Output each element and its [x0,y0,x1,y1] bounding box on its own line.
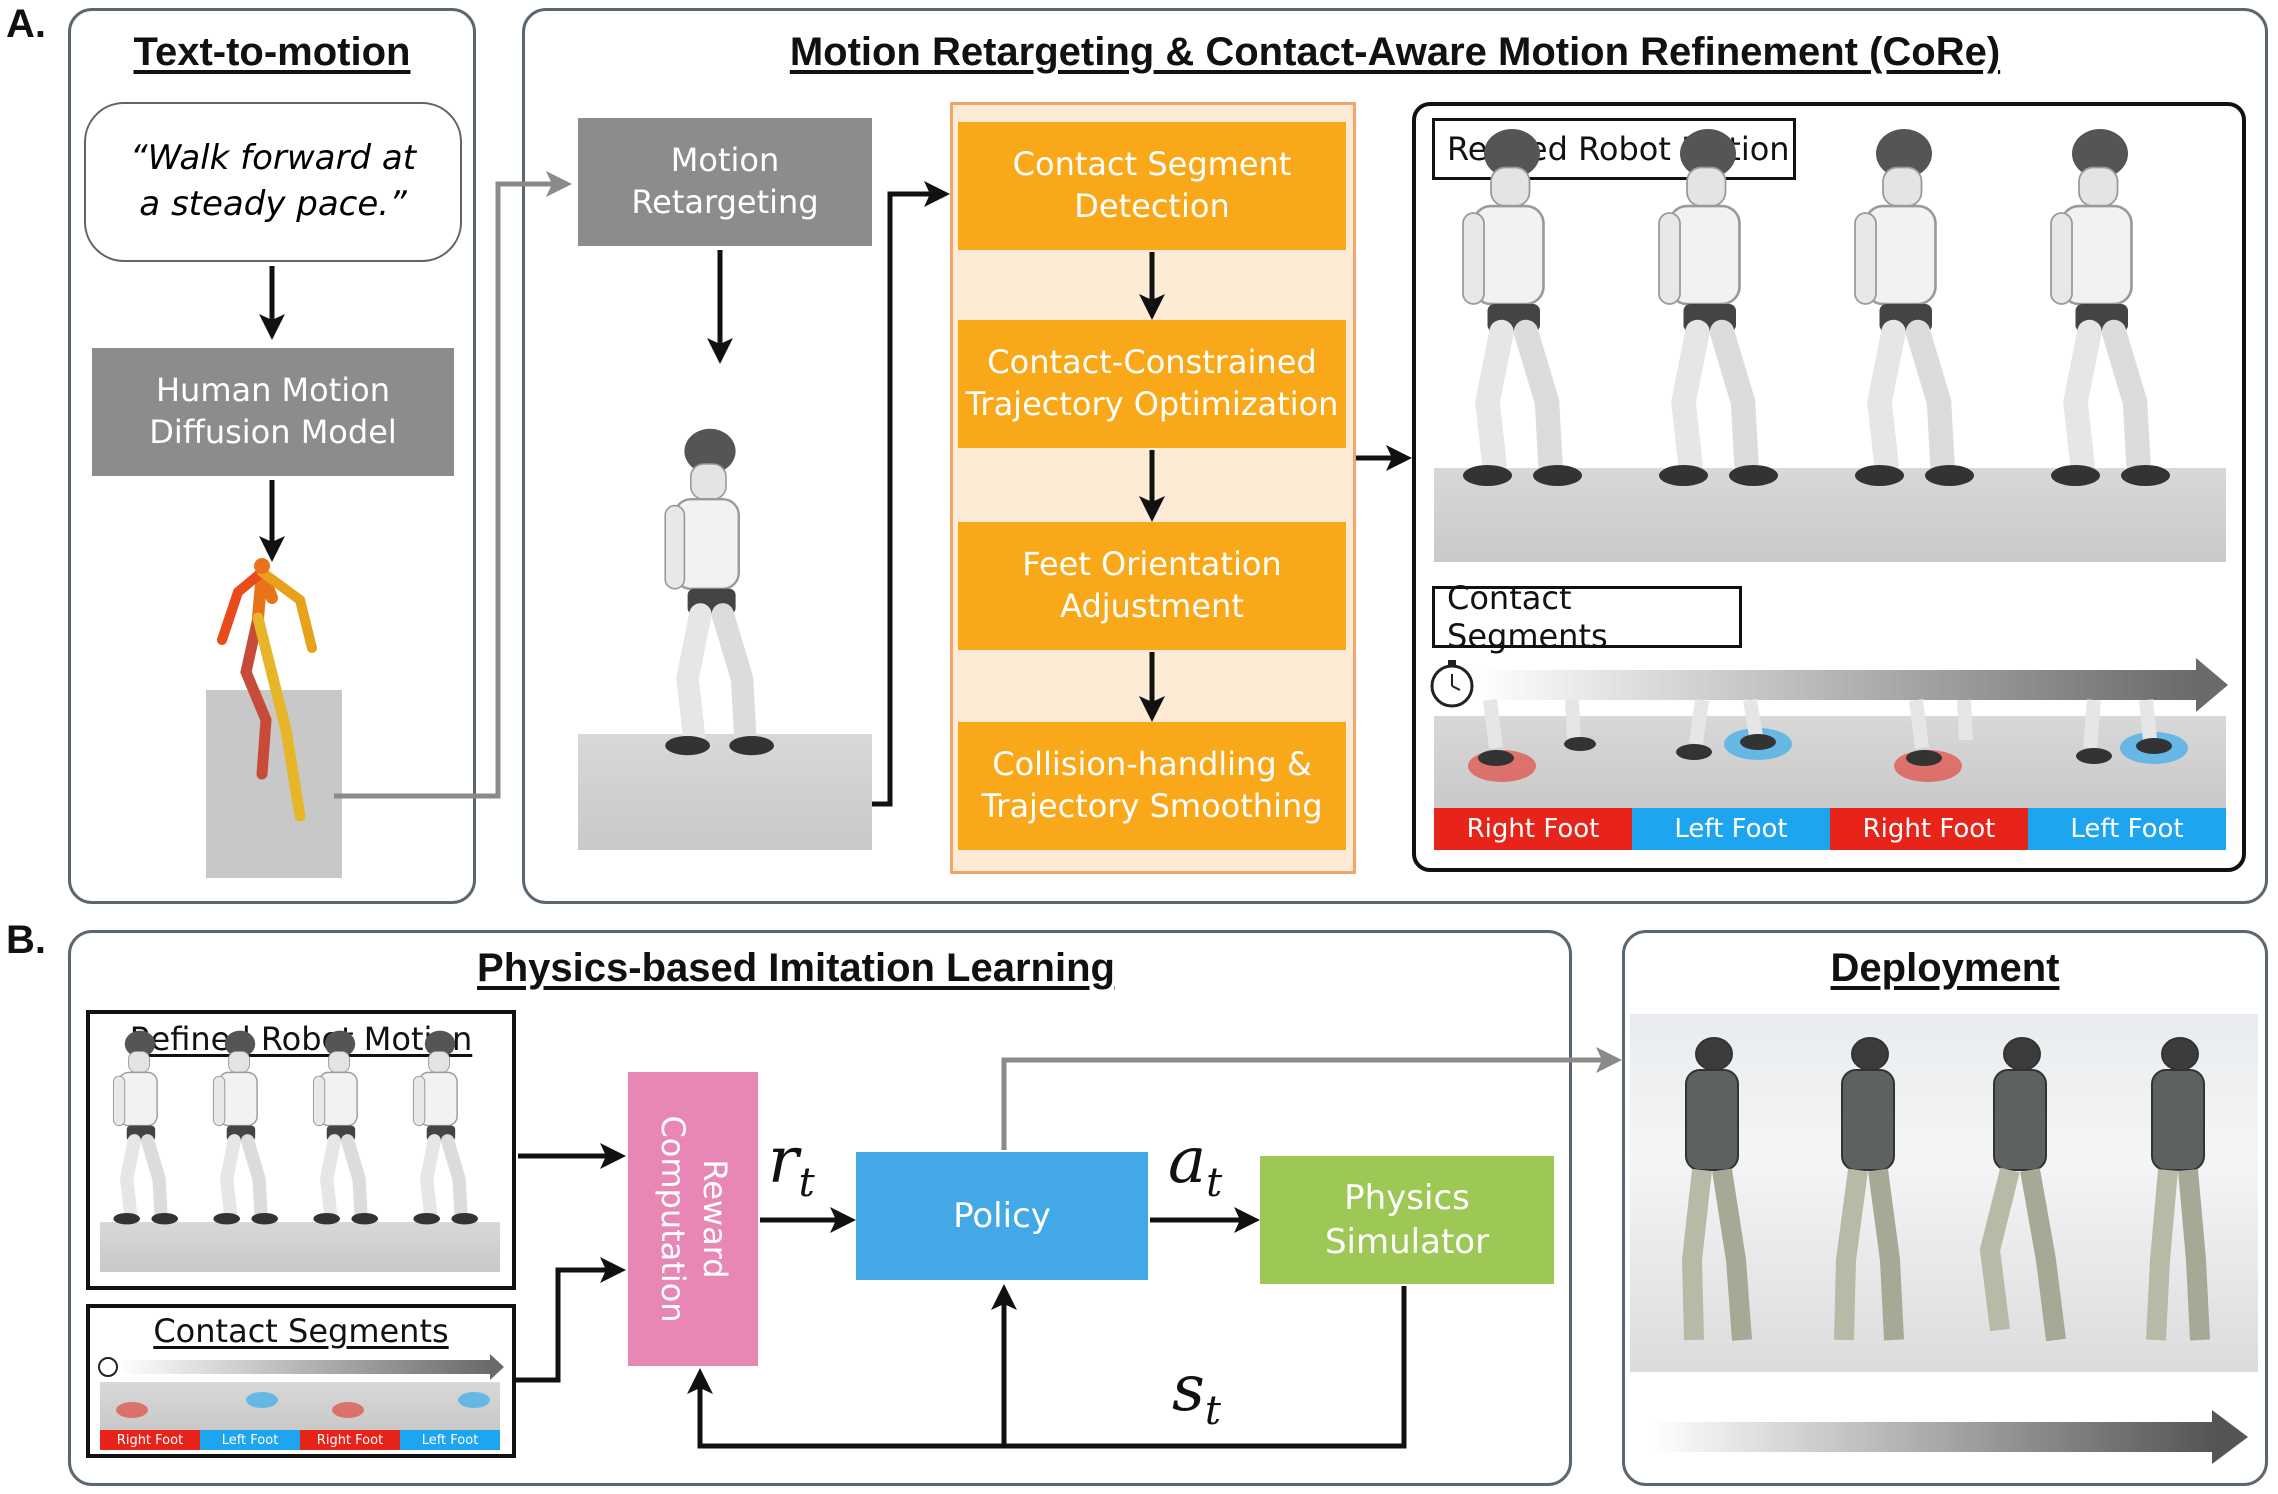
action-symbol: at [1168,1124,1223,1206]
deployment-title: Deployment [1830,946,2060,990]
reward-computation-box [628,1072,758,1366]
contact-feet [1468,698,2188,782]
imitation-contact-title: Contact Segments [153,1312,449,1350]
refined-robot-frames [1463,129,2170,486]
text-to-motion-title: Text-to-motion [133,30,411,74]
imitation-refined-title: Refined Robot Motion [129,1020,473,1058]
reward-symbol: rt [768,1124,815,1206]
imitation-contact-timeline [98,1354,504,1418]
imitation-refined-ground [100,1222,500,1272]
imitation-title: Physics-based Imitation Learning [477,946,1115,990]
arrow-skeleton-to-retargeting [334,171,572,799]
segment-left-foot-2: Left Foot [2028,808,2226,850]
stopwatch-icon [1430,660,1474,708]
retargeted-ground [578,734,872,850]
text-prompt: “Walk forward at a steady pace.” [129,138,417,224]
imitation-segment-right-1: Right Foot [100,1430,200,1450]
physics-simulator-box: Physics Simulator [1260,1156,1554,1284]
imitation-segment-left-2: Left Foot [400,1430,500,1450]
physics-simulator-label: Physics Simulator [1324,1177,1490,1262]
imitation-segment-right-2: Right Foot [300,1430,400,1450]
contact-detection-label: Contact Segment Detection [1012,145,1292,225]
section-a-label: A. [6,2,46,46]
state-symbol: st [1172,1352,1221,1434]
contact-segments-label: Contact Segments [1432,579,1742,655]
imitation-contact-ground [100,1382,500,1430]
arrow-retarget-to-pipeline [872,181,950,807]
contact-detection-step: Contact Segment Detection [958,122,1346,250]
imitation-refined-robots [113,1031,478,1225]
segment-right-foot-2: Right Foot [1830,808,2028,850]
trajectory-optimization-step: Contact-Constrained Trajectory Optimizat… [958,320,1346,448]
text-prompt-bubble: “Walk forward at a steady pace.” [84,102,462,262]
deployment-timeline-arrow [1652,1410,2248,1464]
segment-right-foot-1: Right Foot [1434,808,1632,850]
diffusion-model-box: Human Motion Diffusion Model [92,348,454,476]
retargeted-robot-figure [665,429,774,755]
feet-orientation-label: Feet Orientation Adjustment [1022,545,1282,625]
imitation-segment-left-1: Left Foot [200,1430,300,1450]
collision-handling-step: Collision-handling & Trajectory Smoothin… [958,722,1346,850]
diffusion-model-label: Human Motion Diffusion Model [149,371,397,451]
human-skeleton-figure [217,558,317,822]
section-b-label: B. [6,918,46,962]
policy-label: Policy [953,1195,1051,1236]
segment-left-foot-1: Left Foot [1632,808,1830,850]
collision-handling-label: Collision-handling & Trajectory Smoothin… [981,745,1323,825]
arrow-policy-to-deployment [1001,1047,1622,1150]
skeleton-ground [206,690,342,878]
arrow-contact-to-reward [516,1257,626,1383]
arrow-simulator-to-reward [687,1286,1407,1449]
motion-retargeting-label: Motion Retargeting [631,141,819,221]
motion-retargeting-box: Motion Retargeting [578,118,872,246]
feet-orientation-step: Feet Orientation Adjustment [958,522,1346,650]
policy-box: Policy [856,1152,1148,1280]
core-title: Motion Retargeting & Contact-Aware Motio… [789,30,2001,74]
trajectory-optimization-label: Contact-Constrained Trajectory Optimizat… [965,343,1339,423]
deployment-robots [1681,1037,2210,1342]
contact-timeline-arrow [1476,658,2228,712]
